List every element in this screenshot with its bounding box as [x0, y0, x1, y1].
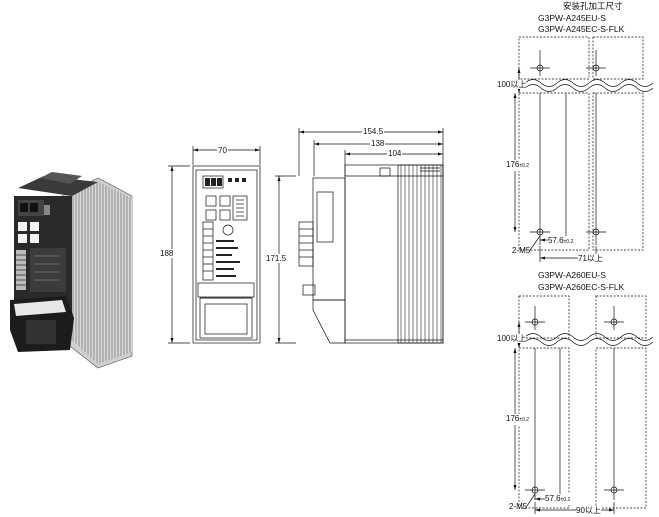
- top-model-1: G3PW-A245EU-S: [538, 13, 606, 23]
- product-photo: [10, 172, 133, 369]
- side-dim-total: 154.5: [362, 127, 385, 136]
- top-spacing: 71以上: [578, 254, 603, 263]
- bottom-spacing: 90以上: [576, 506, 601, 515]
- front-width-dim: 70: [217, 146, 228, 155]
- mounting-bottom: [513, 295, 654, 514]
- top-pitch: 57.6±0.2: [548, 236, 574, 247]
- top-height: 176±0.2: [506, 160, 530, 171]
- front-height-dim: 188: [160, 249, 174, 258]
- side-view: [275, 128, 444, 344]
- bottom-model-2: G3PW-A260EC-S-FLK: [538, 282, 625, 292]
- side-dim-heatsink: 104: [387, 149, 403, 158]
- bottom-screw: 2-M5: [509, 502, 528, 511]
- bottom-clearance: 100以上: [497, 334, 527, 343]
- side-height-dim: 171.5: [266, 254, 287, 263]
- mounting-title: 安装孔加工尺寸: [563, 1, 623, 11]
- bottom-model-1: G3PW-A260EU-S: [538, 270, 606, 280]
- top-clearance: 100以上: [497, 80, 527, 89]
- mounting-top: [513, 36, 654, 262]
- top-model-2: G3PW-A245EC-S-FLK: [538, 24, 625, 34]
- side-dim-body: 138: [370, 139, 386, 148]
- bottom-pitch: 57.6±0.2: [545, 494, 571, 505]
- top-screw: 2-M5: [512, 246, 531, 255]
- bottom-height: 176±0.2: [506, 414, 530, 425]
- front-view: [168, 146, 261, 344]
